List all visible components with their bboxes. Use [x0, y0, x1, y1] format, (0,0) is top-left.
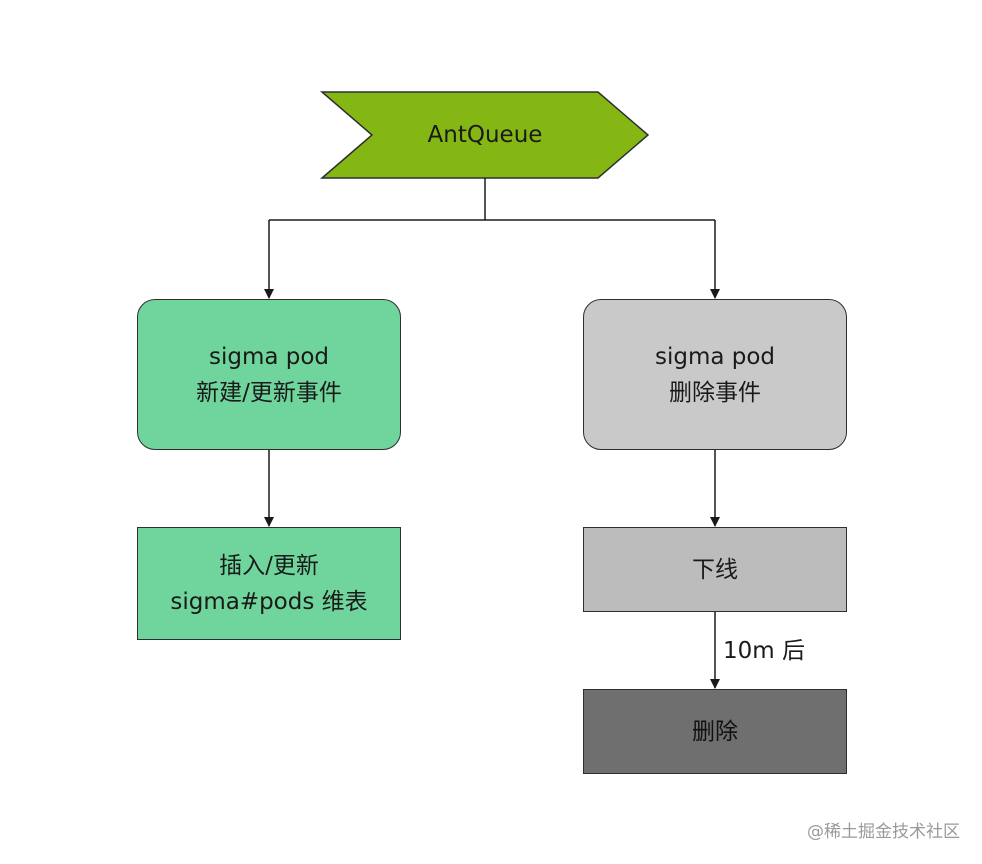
- offline-node: 下线: [583, 527, 847, 612]
- connectors: [264, 178, 720, 689]
- antqueue-label: AntQueue: [427, 122, 543, 148]
- remove-node: 删除: [583, 689, 847, 774]
- delete-event-node: sigma pod 删除事件: [583, 299, 847, 450]
- watermark-text: @稀土掘金技术社区: [807, 822, 960, 842]
- insert-line2: sigma#pods 维表: [170, 588, 368, 615]
- create-event-line2: 新建/更新事件: [196, 379, 342, 406]
- insert-line1: 插入/更新: [219, 552, 319, 579]
- delete-event-line2: 删除事件: [669, 379, 761, 406]
- delay-edge-label: 10m 后: [723, 638, 805, 664]
- offline-label: 下线: [692, 556, 738, 583]
- create-event-line1: sigma pod: [208, 343, 330, 370]
- antqueue-shape: [319, 91, 650, 179]
- delete-event-line1: sigma pod: [654, 343, 776, 370]
- insert-update-table-node: 插入/更新 sigma#pods 维表: [137, 527, 401, 640]
- create-update-event-node: sigma pod 新建/更新事件: [137, 299, 401, 450]
- remove-label: 删除: [692, 718, 738, 745]
